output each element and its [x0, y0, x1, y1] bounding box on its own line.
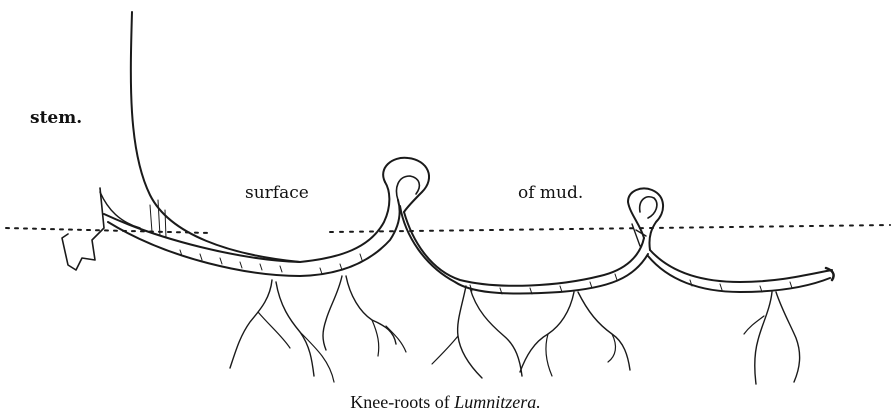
mud-surface-line-left: [6, 228, 210, 233]
mud-surface-line-right: [330, 225, 890, 232]
mud-label: of mud.: [518, 183, 583, 203]
knee-1: [383, 158, 648, 294]
knee-2: [628, 189, 834, 293]
stem-label: stem.: [30, 108, 82, 128]
rootlets: [230, 276, 800, 384]
surface-label: surface: [245, 183, 309, 203]
stem: [62, 12, 300, 270]
caption-genus: Lumnitzera.: [454, 392, 541, 412]
figure-caption: Knee-roots of Lumnitzera.: [0, 392, 891, 413]
caption-prefix: Knee-roots of: [350, 392, 454, 412]
